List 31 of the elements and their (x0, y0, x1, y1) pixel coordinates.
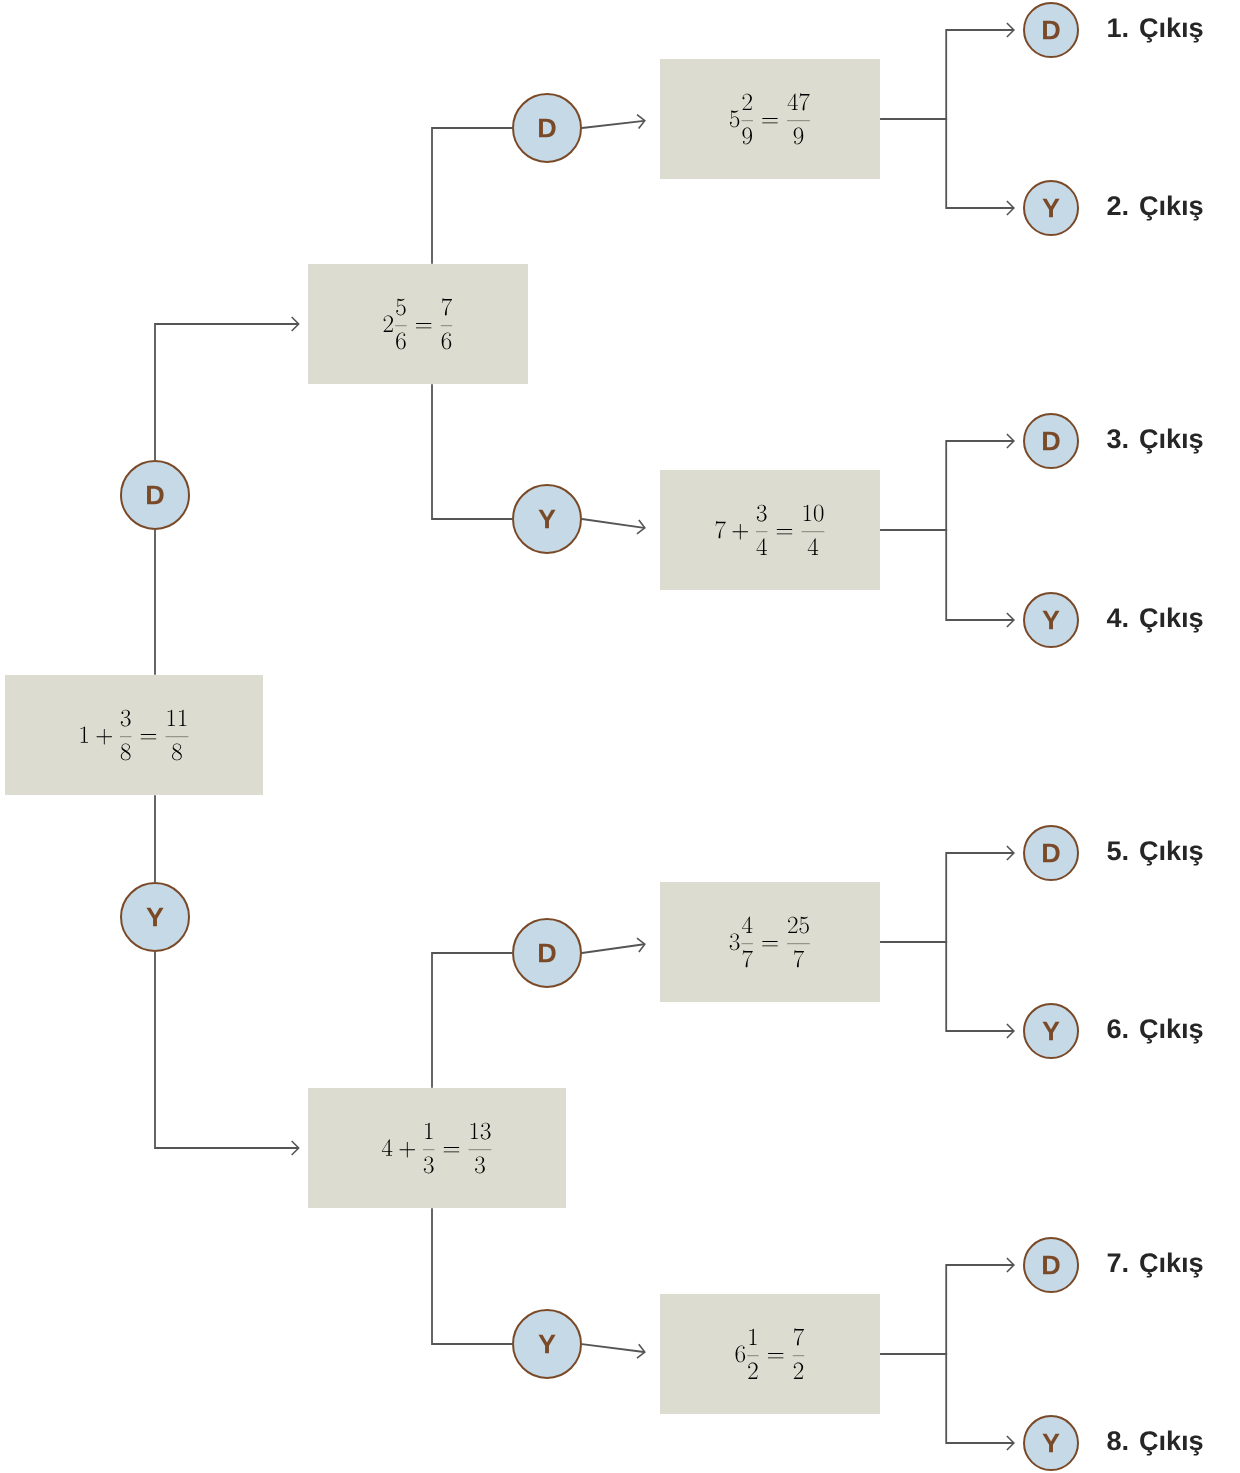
formula-box: $3\frac{4}{7}=\frac{25}{7}$ (660, 882, 880, 1002)
outcome-label: 4. Çıkış (1106, 607, 1203, 633)
connector (154, 316, 300, 461)
formula-box: $5\frac{2}{9}=\frac{47}{9}$ (660, 59, 880, 179)
formula-box: $2\frac{5}{6}=\frac{7}{6}$ (308, 264, 528, 384)
connector (431, 383, 513, 520)
connector (154, 529, 156, 676)
connector (581, 1343, 646, 1359)
connector (431, 127, 513, 265)
outcome-label: 3. Çıkış (1107, 428, 1203, 454)
connector (154, 951, 300, 1156)
connector (431, 1207, 513, 1345)
formula-box: $4+\frac{1}{3}=\frac{13}{3}$ (308, 1088, 566, 1208)
connector (581, 937, 646, 954)
connector (879, 941, 1015, 1039)
outcome-label: 2. Çıkış (1107, 195, 1203, 221)
outcome-label: 8. Çıkış (1107, 1430, 1203, 1456)
outcome-label: 7. Çıkış (1107, 1252, 1203, 1278)
connector (879, 1353, 1015, 1451)
formula-box: $7+\frac{3}{4}=\frac{10}{4}$ (660, 470, 880, 590)
outcome-label: 5. Çıkış (1107, 840, 1203, 866)
formula-box: $6\frac{1}{2}=\frac{7}{2}$ (660, 1294, 880, 1414)
connector (581, 518, 646, 535)
connector (879, 529, 1015, 628)
connector (154, 794, 156, 883)
connector (581, 113, 646, 130)
outcome-label: 6. Çıkış (1107, 1018, 1203, 1044)
formula-box: $1+\frac{3}{8}=\frac{11}{8}$ (5, 675, 263, 795)
outcome-label: 1. Çıkış (1108, 17, 1203, 43)
connector (431, 952, 513, 1089)
connector (879, 118, 1015, 216)
